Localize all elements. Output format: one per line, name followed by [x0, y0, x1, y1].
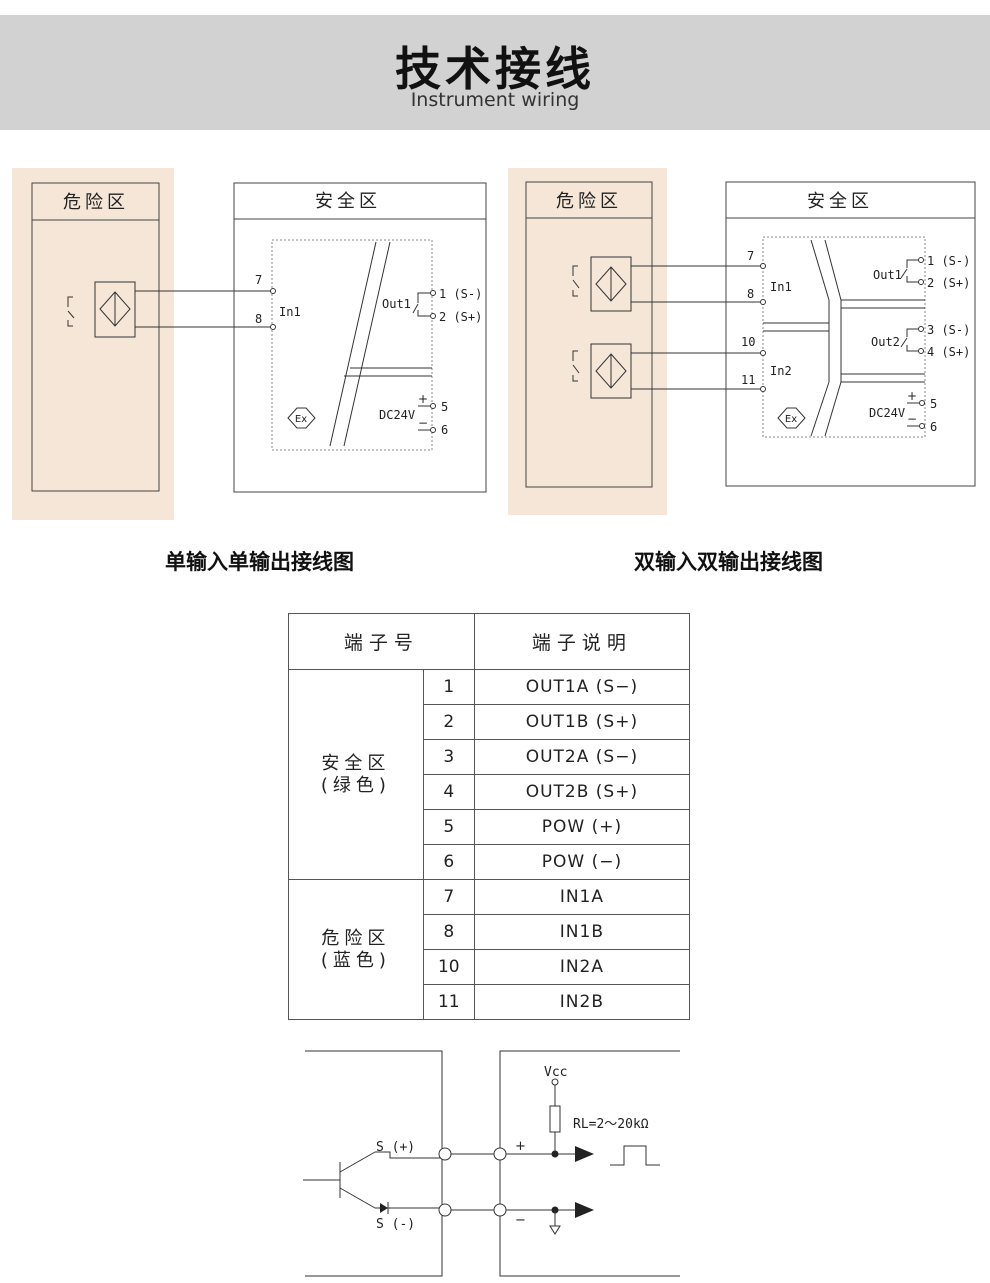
terminal-7-label: 7	[747, 249, 754, 263]
diode-icon	[375, 1202, 390, 1214]
power-plus-sign: +	[418, 392, 428, 406]
out1-label: Out1	[873, 268, 902, 282]
proximity-sensor-icon	[590, 343, 632, 399]
wiring-diagram-dual: 危险区 安全区 7 8 10 11 In	[508, 168, 976, 515]
table-row: 3 OUT2A (S−)	[289, 739, 691, 775]
terminal-2-label: 2 (S+)	[927, 276, 970, 290]
hazard-zone-background	[508, 168, 667, 515]
relay-contact-icon	[900, 328, 918, 352]
terminal-1-label: 1 (S-)	[927, 254, 970, 268]
table-row: 危险区 (蓝色) 7 IN1A	[288, 879, 691, 1020]
switch-icon	[67, 296, 75, 327]
proximity-sensor-icon	[94, 281, 136, 338]
page-subtitle: Instrument wiring	[410, 89, 580, 111]
page-title: 技术接线	[395, 42, 595, 96]
hazard-zone-box	[525, 181, 653, 488]
header-terminal: 端子号	[288, 613, 475, 670]
power-minus-sign: −	[418, 416, 428, 430]
terminal-6-label: 6	[930, 420, 937, 434]
plus-terminal-sign: +	[515, 1139, 526, 1154]
switch-icon	[572, 350, 580, 382]
switch-icon	[572, 265, 580, 297]
terminal-6-label: 6	[441, 423, 448, 437]
terminal-3-label: 3 (S-)	[927, 323, 970, 337]
output-arrow-icon	[575, 1202, 594, 1218]
table-row: 4 OUT2B (S+)	[289, 774, 691, 810]
output-circuit-diagram: S (+) S (-) + − Vcc RL=2～20kΩ	[303, 1050, 680, 1277]
table-row: 10 IN2A	[289, 949, 691, 985]
table-row: 8 IN1B	[289, 914, 691, 950]
terminal-7-label: 7	[255, 273, 262, 287]
power-label: DC24V	[869, 406, 905, 420]
terminal-table: 端子号 端子说明 安全区 (绿色) 1 OUT1A (S−) 2 OUT1B (…	[288, 613, 691, 1020]
table-row: 11 IN2B	[289, 984, 691, 1020]
in2-label: In2	[770, 364, 792, 378]
s-minus-label: S (-)	[376, 1217, 415, 1232]
table-row: 2 OUT1B (S+)	[289, 704, 691, 740]
relay-contact-icon	[412, 292, 430, 317]
power-plus-sign: +	[907, 389, 917, 403]
load-resistor-label: RL=2～20kΩ	[573, 1117, 649, 1132]
terminal-8-label: 8	[255, 312, 262, 326]
group-hazard-zone: 危险区 (蓝色)	[288, 879, 424, 1020]
table-row: 安全区 (绿色) 1 OUT1A (S−)	[288, 669, 691, 880]
ex-mark-icon: Ex	[777, 407, 806, 429]
hazard-zone-background	[12, 168, 174, 520]
caption-dual: 双输入双输出接线图	[634, 550, 823, 574]
resistor-icon	[549, 1105, 561, 1133]
group-safe-zone: 安全区 (绿色)	[288, 669, 424, 880]
wiring-diagram-single: 危险区 安全区 7 8 In1 Out1 1 (S-) 2 (S+) DC24V…	[12, 168, 487, 520]
terminal-5-label: 5	[930, 397, 937, 411]
in1-label: In1	[279, 305, 301, 319]
header-banner: 技术接线 Instrument wiring	[0, 15, 990, 130]
terminal-5-label: 5	[441, 400, 448, 414]
terminal-11-label: 11	[741, 373, 755, 387]
power-label: DC24V	[379, 408, 415, 422]
ground-icon	[549, 1225, 561, 1235]
svg-text:Ex: Ex	[295, 414, 307, 425]
transistor-icon	[303, 1151, 376, 1209]
power-minus-sign: −	[907, 412, 917, 426]
svg-text:Ex: Ex	[785, 414, 797, 425]
pulse-waveform-icon	[610, 1145, 660, 1166]
proximity-sensor-icon	[590, 256, 632, 312]
hazard-zone-label: 危险区	[63, 192, 129, 213]
terminal-4-label: 4 (S+)	[927, 345, 970, 359]
header-description: 端子说明	[473, 613, 691, 670]
hazard-zone-box	[31, 182, 160, 492]
s-plus-label: S (+)	[376, 1140, 415, 1155]
relay-contact-icon	[900, 259, 918, 283]
table-row: 6 POW (−)	[289, 844, 691, 880]
vcc-label: Vcc	[544, 1065, 567, 1080]
in1-label: In1	[770, 280, 792, 294]
out1-label: Out1	[382, 297, 411, 311]
hazard-zone-label: 危险区	[556, 191, 622, 212]
safe-zone-label: 安全区	[807, 191, 873, 212]
caption-single: 单输入单输出接线图	[165, 550, 354, 574]
terminal-2-label: 2 (S+)	[439, 310, 482, 324]
ex-mark-icon: Ex	[287, 407, 316, 429]
out2-label: Out2	[871, 335, 900, 349]
terminal-10-label: 10	[741, 335, 755, 349]
minus-terminal-sign: −	[515, 1213, 526, 1228]
safe-zone-label: 安全区	[315, 191, 381, 212]
output-arrow-icon	[575, 1146, 594, 1162]
safe-zone-box	[233, 182, 487, 493]
terminal-1-label: 1 (S-)	[439, 287, 482, 301]
safe-zone-box	[725, 181, 976, 487]
table-header-row: 端子号 端子说明	[288, 613, 691, 670]
terminal-8-label: 8	[747, 287, 754, 301]
